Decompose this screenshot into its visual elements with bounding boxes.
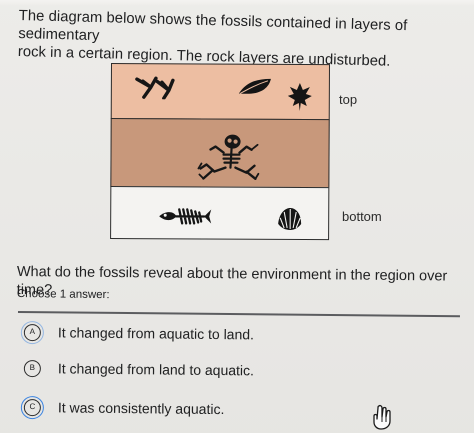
leaf-icon: [238, 78, 271, 95]
answer-bubble-c[interactable]: C: [23, 398, 41, 416]
rock-layers-diagram: [110, 63, 332, 241]
hand-pointer-icon: [373, 404, 391, 430]
answer-letter-b: B: [29, 363, 36, 373]
bird-footprints-icon: [135, 76, 175, 100]
answer-text-c: It was consistently aquatic.: [57, 399, 225, 418]
answer-option-b[interactable]: B It changed from land to aquatic.: [23, 356, 255, 382]
answer-option-a[interactable]: A It changed from aquatic to land.: [23, 320, 255, 346]
bottom-label: bottom: [342, 209, 382, 224]
answer-divider: [17, 311, 460, 318]
answer-bubble-b[interactable]: B: [23, 359, 41, 377]
shell-icon: [278, 207, 302, 230]
top-edge-fade: [0, 0, 474, 6]
question-intro: The diagram below shows the fossils cont…: [18, 7, 449, 72]
answer-letter-c: C: [29, 402, 36, 412]
top-label: top: [339, 92, 358, 107]
fish-skeleton-icon: [159, 208, 212, 225]
top-layer: [110, 63, 330, 121]
answer-text-a: It changed from aquatic to land.: [57, 324, 255, 343]
bottom-layer: [110, 185, 330, 241]
answer-bubble-a[interactable]: A: [23, 323, 41, 341]
middle-layer: [110, 117, 330, 189]
frog-skeleton-icon: [197, 134, 260, 180]
answer-text-b: It changed from land to aquatic.: [57, 360, 255, 379]
choose-answer-instruction: Choose 1 answer:: [16, 287, 110, 302]
answer-option-c[interactable]: C It was consistently aquatic.: [23, 395, 225, 421]
maple-leaf-icon: [287, 82, 312, 111]
answer-letter-a: A: [29, 327, 36, 337]
